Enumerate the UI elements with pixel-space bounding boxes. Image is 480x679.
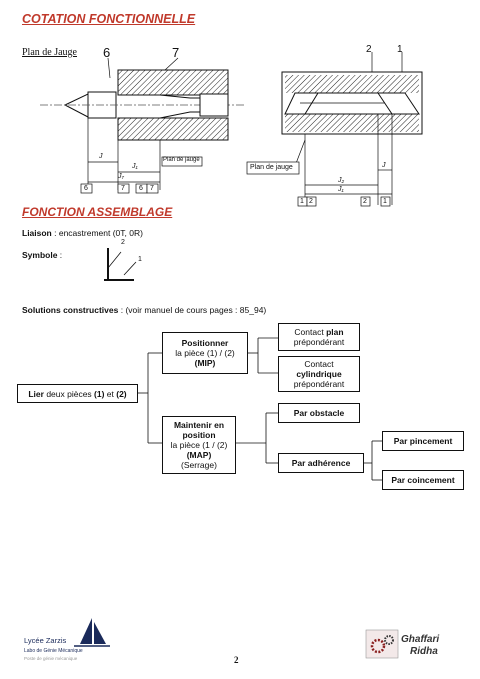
lier-word: Lier xyxy=(28,388,44,399)
left-part-7-top xyxy=(117,69,229,96)
right-part-1-label: 1 xyxy=(397,44,403,55)
left-drawing xyxy=(40,57,245,194)
section-title-cotation: COTATION FONCTIONNELLE xyxy=(22,12,196,26)
solutions-line: Solutions constructives : (voir manuel d… xyxy=(22,305,266,315)
map-line-2: position xyxy=(182,430,216,440)
left-chain-3: 6 xyxy=(139,185,143,192)
liaison-label: Liaison xyxy=(22,228,52,238)
right-chain-cell-2 xyxy=(306,196,317,207)
left-chain-cell-1 xyxy=(80,183,93,194)
box-contact-plan: Contact plan prépondérant xyxy=(278,323,360,351)
box-par-obstacle: Par obstacle xyxy=(278,403,360,423)
box-par-coincement: Par coincement xyxy=(382,470,464,490)
right-tag-box xyxy=(246,161,300,175)
symbole-line: Symbole : xyxy=(22,250,62,260)
box-mip: Positionner la pièce (1) / (2) (MIP) xyxy=(162,332,248,374)
left-chain-2: 7 xyxy=(121,185,125,192)
symbole-label: Symbole xyxy=(22,250,58,260)
coincement-label: Par coincement xyxy=(391,475,455,485)
footer-author-2: Ridha xyxy=(410,646,438,657)
left-tag-label: Plan de jauge xyxy=(163,157,200,163)
left-chain-4: 7 xyxy=(150,185,154,192)
lier-p1: (1) xyxy=(94,388,105,399)
left-part-7-bottom xyxy=(117,117,229,141)
footer-author-1: Ghaffari xyxy=(401,634,440,645)
right-chain-1: 1 xyxy=(300,198,304,205)
map-line-3: la pièce (1 / (2) xyxy=(170,440,228,450)
right-chain-cell-3 xyxy=(360,196,371,207)
solutions-value: : (voir manuel de cours pages : 85_94) xyxy=(118,305,267,315)
right-dim-j: J xyxy=(382,162,386,169)
box-par-adherence: Par adhérence xyxy=(278,453,364,473)
left-chain-cell-2 xyxy=(117,183,130,194)
mip-line-1: Positionner xyxy=(181,338,229,348)
right-chain-3: 2 xyxy=(363,198,367,205)
box-lier: Lier deux pièces (1) et (2) xyxy=(17,384,138,403)
left-dim-j: J xyxy=(99,153,103,160)
right-part-2-label: 2 xyxy=(366,44,372,55)
contact-cyl-line-1: Contact xyxy=(304,359,334,369)
plan-label: Plan de Jauge xyxy=(22,47,77,58)
mip-line-3: (MIP) xyxy=(194,358,216,368)
left-tag-box xyxy=(161,156,203,167)
left-chain-1: 6 xyxy=(84,185,88,192)
contact-plan-line-2: prépondérant xyxy=(293,337,345,347)
obstacle-label: Par obstacle xyxy=(293,408,345,418)
page-number: 2 xyxy=(234,655,239,665)
school-logo-icon xyxy=(74,618,110,647)
symbol-mark-1: 1 xyxy=(138,256,142,263)
lier-and: et xyxy=(104,388,117,399)
tree-connectors xyxy=(138,337,382,481)
box-contact-cylindrique: Contact cylindrique prépondérant xyxy=(278,356,360,392)
footer-school: Lycée Zarzis xyxy=(24,636,67,645)
right-tag-label: Plan de jauge xyxy=(250,164,293,171)
left-dim-j1: J₁ xyxy=(132,163,138,170)
contact-plan-bold: plan xyxy=(326,327,344,337)
symbol-mark-2: 2 xyxy=(121,239,125,246)
right-drawing xyxy=(246,52,423,207)
encastrement-symbol xyxy=(104,248,137,281)
left-part-7-label: 7 xyxy=(172,45,180,60)
left-chain-cell-4 xyxy=(146,183,159,194)
adherence-label: Par adhérence xyxy=(291,458,351,468)
lier-p2: (2) xyxy=(116,388,127,399)
liaison-value: : encastrement (0T, 0R) xyxy=(51,228,143,238)
contact-cyl-line-2: cylindrique xyxy=(296,369,342,379)
mip-line-2: la pièce (1) / (2) xyxy=(175,348,235,358)
symbole-value: : xyxy=(57,250,63,260)
pincement-label: Par pincement xyxy=(393,436,453,446)
liaison-line: Liaison : encastrement (0T, 0R) xyxy=(22,228,143,238)
solutions-label: Solutions constructives xyxy=(22,305,119,315)
section-title-assemblage: FONCTION ASSEMBLAGE xyxy=(22,205,173,219)
map-line-5: (Serrage) xyxy=(181,460,217,470)
footer-sub: Poste de génie mécanique xyxy=(24,656,78,661)
left-tip xyxy=(63,93,89,118)
box-map: Maintenir en position la pièce (1 / (2) … xyxy=(162,416,236,474)
right-chain-2: 2 xyxy=(309,198,313,205)
map-line-4: (MAP) xyxy=(186,450,212,460)
right-dim-j1: J₁ xyxy=(338,186,344,193)
map-line-1: Maintenir en xyxy=(173,420,225,430)
contact-cyl-line-3: prépondérant xyxy=(293,379,345,389)
box-par-pincement: Par pincement xyxy=(382,431,464,451)
footer-dept: Labo de Génie Mécanique xyxy=(24,648,83,654)
contact-plan-word: Contact xyxy=(294,327,327,337)
right-chain-4: 1 xyxy=(383,198,387,205)
left-part-6-label: 6 xyxy=(103,45,111,60)
right-dim-j2: J₂ xyxy=(338,177,345,184)
left-dim-j7: J₇ xyxy=(118,173,124,180)
right-chain-cell-4 xyxy=(380,196,391,207)
author-logo-icon xyxy=(365,629,399,659)
lier-text: deux pièces xyxy=(43,388,95,399)
